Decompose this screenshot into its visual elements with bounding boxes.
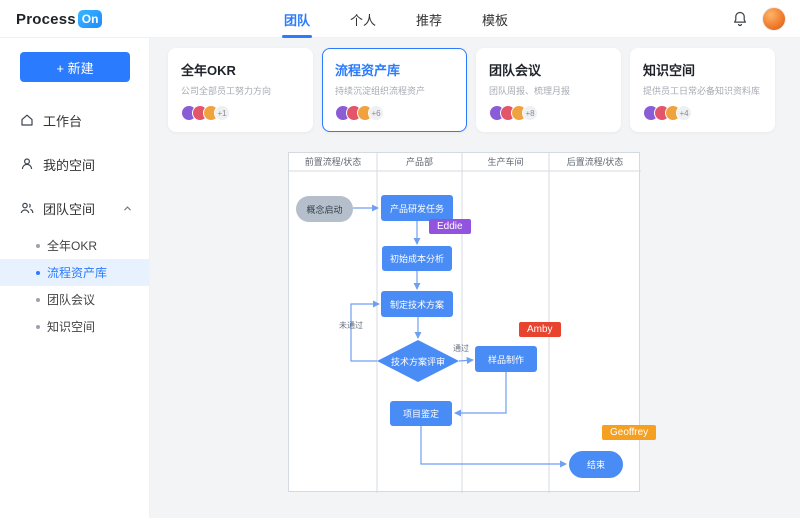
node-end[interactable]: 结束 [569,451,623,478]
card-meetings[interactable]: 团队会议 团队周报、梳理月报 +8 [476,48,621,132]
new-button[interactable]: + 新建 [20,52,130,82]
card-members: +6 [335,105,454,121]
edge-label-fail: 未通过 [339,321,363,330]
logo-badge: On [77,10,103,28]
node-tech-plan[interactable]: 制定技术方案 [381,291,453,317]
card-title: 流程资产库 [335,63,401,78]
user-icon [21,158,33,170]
card-members: +1 [181,105,300,121]
sidebar-item-label: 团队空间 [43,201,96,217]
sidebar: + 新建 工作台 我的空间 团队空间 [0,38,150,518]
lane-title-post: 后置流程/状态 [566,157,624,167]
card-okr[interactable]: 全年OKR 公司全部员工努力方向 +1 [168,48,313,132]
tab-recommend[interactable]: 推荐 [416,12,443,28]
app-logo[interactable]: Process On [16,0,103,38]
chevron-up-icon [124,205,131,210]
node-appraisal[interactable]: 项目鉴定 [390,401,452,426]
card-subtitle: 公司全部员工努力方向 [181,86,272,96]
card-title: 团队会议 [489,63,542,78]
sidebar-subitem-meetings[interactable]: 团队会议 [0,286,149,313]
card-subtitle: 提供员工日常必备知识资料库 [643,86,761,96]
tab-team[interactable]: 团队 [284,0,310,38]
member-count-badge: +6 [368,105,384,121]
main-area: 全年OKR 公司全部员工努力方向 +1 流程资产库 持续沉淀组织流程资产 +6 … [150,38,800,518]
notification-bell-icon[interactable] [732,11,748,27]
card-subtitle: 持续沉淀组织流程资产 [335,86,426,96]
collaborator-tag-amby[interactable]: Amby [519,322,561,337]
edge-label-pass: 通过 [453,344,469,353]
sidebar-item-my-space[interactable]: 我的空间 [0,142,149,186]
node-sample[interactable]: 样品制作 [475,346,537,372]
node-tech-review[interactable]: 技术方案评审 [390,356,445,367]
sidebar-item-label: 工作台 [43,113,83,129]
sidebar-subitem-okr[interactable]: 全年OKR [0,232,149,259]
lane-title-workshop: 生产车间 [487,157,524,167]
sidebar-item-workbench[interactable]: 工作台 [0,98,149,142]
lane-title-product: 产品部 [405,157,433,167]
node-dev-task[interactable]: 产品研发任务 [381,195,453,221]
card-process-assets[interactable]: 流程资产库 持续沉淀组织流程资产 +6 [322,48,467,132]
card-members: +4 [643,105,762,121]
member-count-badge: +4 [676,105,692,121]
collaborator-tag-eddie[interactable]: Eddie [429,219,471,234]
home-icon [21,114,33,126]
card-members: +8 [489,105,608,121]
sidebar-menu: 工作台 我的空间 团队空间 全年OKR 流程资产库 团队会议 知识空间 [0,98,149,340]
member-count-badge: +8 [522,105,538,121]
decision-diamond [377,340,459,382]
sidebar-subitem-process-assets[interactable]: 流程资产库 [0,259,149,286]
sidebar-subitem-knowledge[interactable]: 知识空间 [0,313,149,340]
sidebar-item-team-space[interactable]: 团队空间 [0,186,149,230]
team-icon [20,202,34,214]
collaborator-tag-geoffrey[interactable]: Geoffrey [602,425,657,440]
sidebar-item-label: 我的空间 [43,157,96,173]
space-cards: 全年OKR 公司全部员工努力方向 +1 流程资产库 持续沉淀组织流程资产 +6 … [168,48,775,132]
top-right-actions [732,0,786,38]
card-title: 知识空间 [643,63,696,78]
top-nav: 团队 个人 推荐 模板 [284,0,508,38]
team-space-children: 全年OKR 流程资产库 团队会议 知识空间 [0,232,149,340]
top-bar: Process On 团队 个人 推荐 模板 [0,0,800,38]
user-avatar[interactable] [762,7,786,31]
tab-personal[interactable]: 个人 [350,12,377,28]
member-count-badge: +1 [214,105,230,121]
card-knowledge[interactable]: 知识空间 提供员工日常必备知识资料库 +4 [630,48,775,132]
card-subtitle: 团队周报、梳理月报 [489,86,571,96]
tab-templates[interactable]: 模板 [482,12,509,28]
node-cost-analysis[interactable]: 初始成本分析 [382,246,452,271]
node-start[interactable]: 概念启动 [296,196,353,222]
flowchart-canvas[interactable]: 前置流程/状态 产品部 生产车间 后置流程/状态 概念启动 产品研发任务 初始成… [288,152,657,493]
card-title: 全年OKR [181,63,236,78]
flowchart-connectors [289,153,641,493]
lane-title-pre: 前置流程/状态 [304,157,362,167]
logo-text: Process [16,10,76,28]
